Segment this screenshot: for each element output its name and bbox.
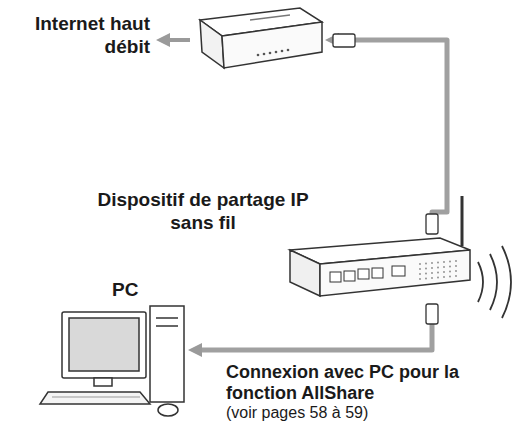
cable-connector xyxy=(325,33,447,232)
vent-hole xyxy=(443,271,445,273)
vent-hole xyxy=(431,272,433,274)
rj45-plugs xyxy=(333,34,438,324)
vent-hole xyxy=(419,273,421,275)
pc-node: PC xyxy=(38,300,188,418)
router-node: Dispositif de partage IP sans fil xyxy=(278,232,473,304)
modem-node: Internet haut débit xyxy=(190,6,325,76)
vent-hole xyxy=(419,278,421,280)
vent-hole xyxy=(431,277,433,279)
vent-hole xyxy=(437,262,439,264)
label-holder: (voir pages 58 à 59) xyxy=(226,404,368,422)
vent-hole xyxy=(431,267,433,269)
label-holder: Connexion avec PC pour la fonction AllSh… xyxy=(226,362,518,404)
modem-illustration xyxy=(200,8,322,68)
pc-illustration xyxy=(40,306,184,416)
connection-caption: Connexion avec PC pour la fonction AllSh… xyxy=(226,362,518,404)
vent-hole xyxy=(431,262,433,264)
vent-hole xyxy=(455,260,457,262)
cable-connector xyxy=(188,304,432,357)
page-reference: (voir pages 58 à 59) xyxy=(226,404,368,422)
vent-hole xyxy=(425,268,427,270)
label-holder: Internet haut débit xyxy=(5,12,150,58)
wireless-waves xyxy=(478,246,511,318)
label-holder: Dispositif de partage IP sans fil xyxy=(87,188,319,234)
vent-hole xyxy=(443,276,445,278)
device-label: Internet haut débit xyxy=(5,12,150,58)
vent-hole xyxy=(443,266,445,268)
vent-hole xyxy=(449,276,451,278)
arrow-head xyxy=(188,343,202,357)
vent-hole xyxy=(455,265,457,267)
vent-hole xyxy=(449,266,451,268)
label-holder: PC xyxy=(112,278,172,301)
vent-hole xyxy=(437,277,439,279)
device-label: PC xyxy=(112,278,172,301)
vent-hole xyxy=(455,270,457,272)
cable-line xyxy=(337,40,447,232)
vent-hole xyxy=(449,271,451,273)
vent-hole xyxy=(449,261,451,263)
vent-hole xyxy=(437,267,439,269)
vent-hole xyxy=(419,268,421,270)
vent-hole xyxy=(419,263,421,265)
device-label: Dispositif de partage IP sans fil xyxy=(87,188,319,234)
internet-arrow xyxy=(156,33,190,47)
vent-hole xyxy=(425,263,427,265)
vent-hole xyxy=(455,275,457,277)
vent-hole xyxy=(425,273,427,275)
vent-hole xyxy=(425,278,427,280)
cable-line xyxy=(200,304,432,350)
vent-hole xyxy=(437,272,439,274)
vent-hole xyxy=(443,261,445,263)
